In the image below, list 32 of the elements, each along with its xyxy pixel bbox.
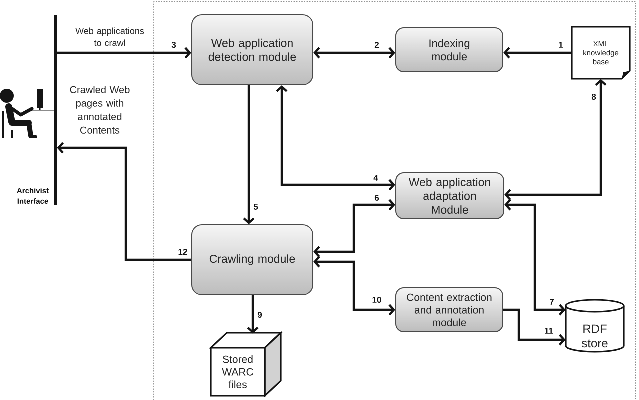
edge-label: 10 xyxy=(372,297,382,303)
edge-label: 9 xyxy=(258,312,262,318)
edge-label: 7 xyxy=(550,299,554,305)
arrow xyxy=(504,79,607,201)
edge-label: 12 xyxy=(178,249,188,255)
database-cylinder: RDF store xyxy=(565,299,625,353)
module-box: Crawling module xyxy=(192,224,314,296)
edge-label: 4 xyxy=(374,175,378,181)
arrow xyxy=(57,142,192,262)
edge-label: 1 xyxy=(559,42,564,48)
annotation-text: Crawled Web pages with annotated Contents xyxy=(70,86,130,134)
module-box: Web application adaptation Module xyxy=(396,172,504,220)
arrow xyxy=(504,308,566,346)
module-box: Web application detection module xyxy=(192,14,314,86)
arrow xyxy=(504,199,566,316)
module-box: Indexing module xyxy=(396,28,504,72)
annotation-text: Web applications to crawl xyxy=(76,28,144,46)
edge-label: 5 xyxy=(254,204,258,210)
edge-label: 11 xyxy=(545,328,554,334)
arrow xyxy=(314,47,396,59)
edge-label: 3 xyxy=(172,42,176,48)
edge-label: 6 xyxy=(374,195,380,201)
arrow xyxy=(243,86,255,224)
arrow xyxy=(247,296,259,334)
arrow xyxy=(276,86,396,191)
arrow xyxy=(57,47,192,59)
arrow xyxy=(314,256,396,316)
edge-label: 8 xyxy=(592,94,596,100)
arrow xyxy=(314,199,396,258)
arrow xyxy=(504,47,572,59)
edge-label: 2 xyxy=(374,42,380,48)
module-box: Content extraction and annotation module xyxy=(396,288,504,332)
